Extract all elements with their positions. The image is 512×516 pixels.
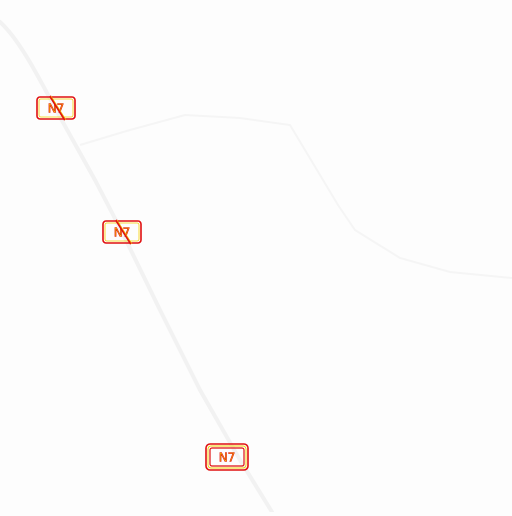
boundary-line (79, 113, 512, 279)
shield-strike-highlight (50, 95, 67, 121)
shield-inner (38, 98, 74, 118)
road-shield[interactable]: N7 (205, 443, 249, 471)
shield-inner (104, 222, 140, 242)
shield-outline-mid (207, 445, 247, 469)
shield-strike (49, 95, 66, 121)
shield-strike-highlight (116, 219, 133, 245)
shield-outline (102, 220, 142, 244)
shield-outline-outer (205, 443, 249, 471)
shield-strike (115, 219, 132, 245)
shield-outline (36, 96, 76, 120)
road-shield[interactable]: N7 (102, 219, 142, 245)
road-shield[interactable]: N7 (36, 95, 76, 121)
shield-outline-inner (209, 447, 245, 467)
shield-label: N7 (219, 451, 236, 465)
road-n7[interactable] (0, 20, 274, 514)
